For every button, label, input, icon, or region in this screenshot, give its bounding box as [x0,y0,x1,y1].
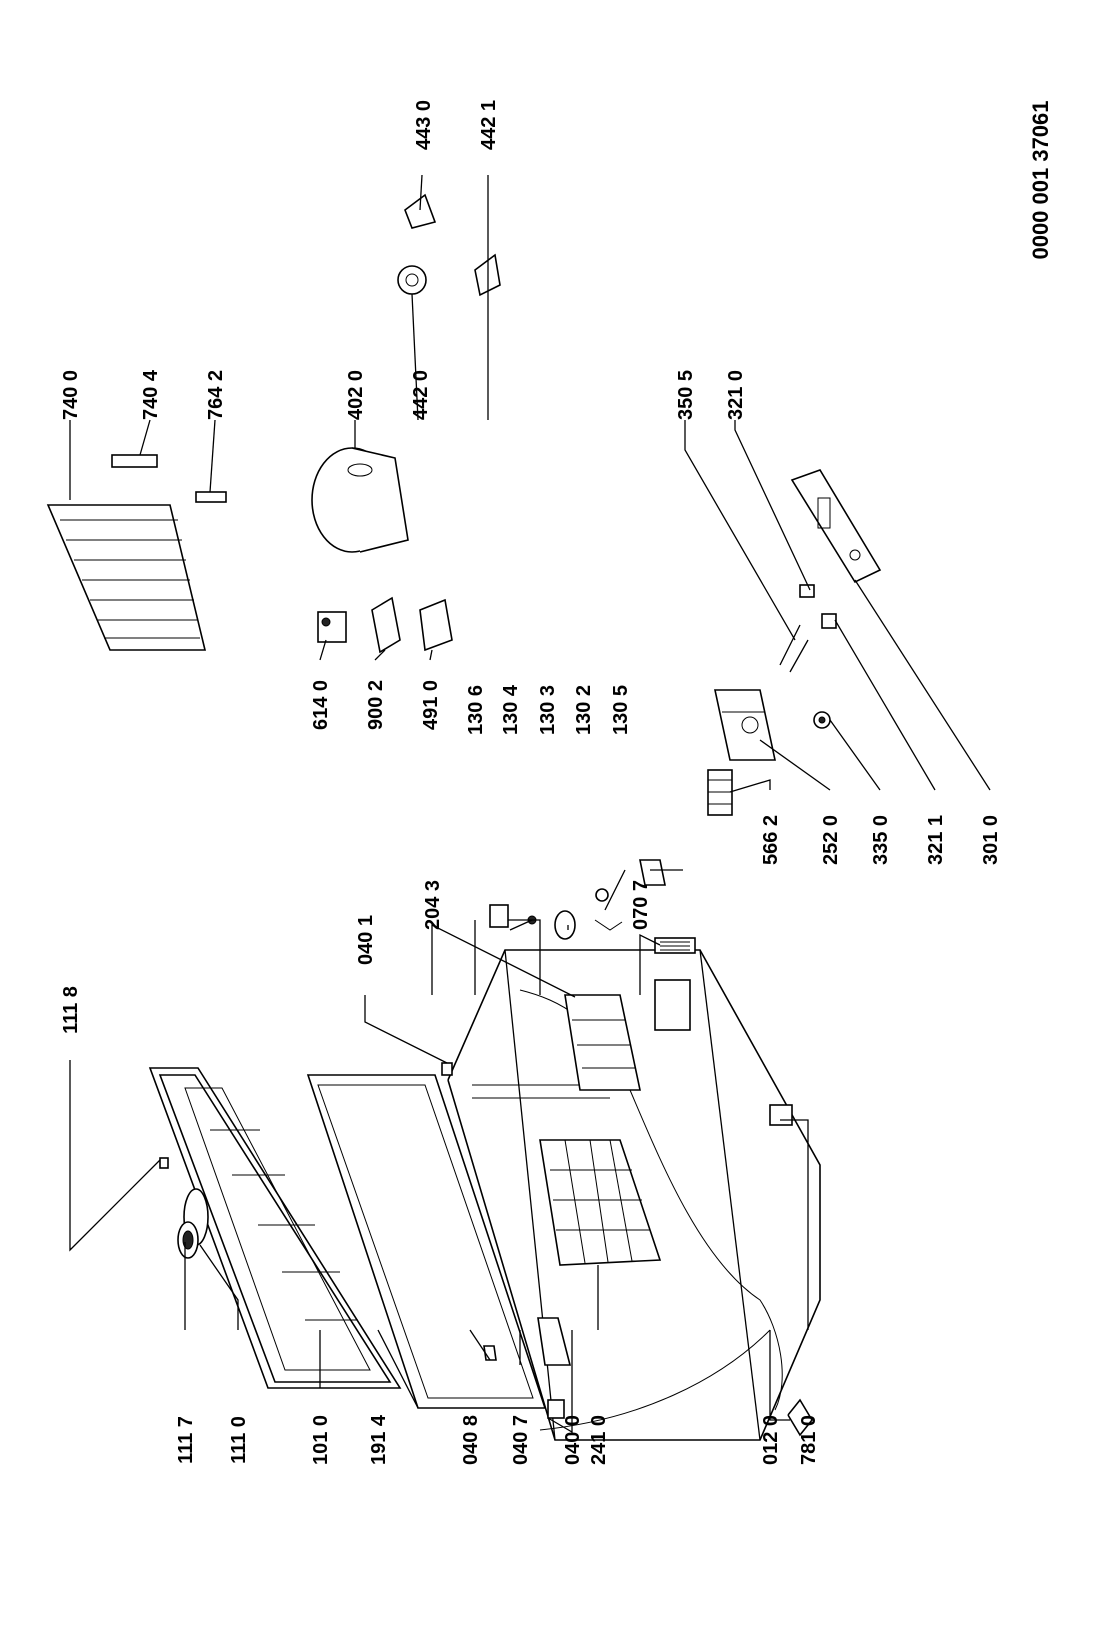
electrical-parts-drawing [317,596,453,654]
compressor-drawing [311,447,409,553]
label-p7400: 740 0 [60,370,82,420]
label-p4421: 442 1 [478,100,500,150]
label-p7404: 740 4 [140,369,162,420]
label-p2520: 252 0 [820,815,842,865]
lid-drawing [148,1067,402,1389]
label-p3505: 350 5 [675,370,697,420]
label-p6140: 614 0 [310,680,332,730]
label-p1118: 111 8 [60,986,82,1034]
document-number: 0000 001 37061 [1028,100,1053,259]
label-p0407: 040 7 [510,1415,532,1465]
label-p1302: 130 2 [573,685,595,735]
small-parts-drawing [489,859,666,940]
label-p1110: 111 0 [228,1416,250,1464]
label-p0707: 070 7 [630,880,652,930]
label-p1306: 130 6 [465,685,487,735]
bracket-drawing [787,1398,813,1437]
label-p5662: 566 2 [760,815,782,865]
label-p1303: 130 3 [537,685,559,735]
label-p1117: 111 7 [175,1416,197,1464]
label-p0400: 040 0 [562,1415,584,1465]
label-p3010: 301 0 [980,815,1002,865]
label-p0408: 040 8 [460,1415,482,1465]
label-p4020: 402 0 [345,370,367,420]
label-p3211: 321 1 [925,815,947,865]
label-p3210: 321 0 [725,370,747,420]
label-p1304: 130 4 [500,684,522,735]
label-p1010: 101 0 [310,1415,332,1465]
control-parts-drawing [779,584,837,729]
label-p7810: 781 0 [798,1415,820,1465]
condenser-drawing [46,454,227,651]
label-p4430: 443 0 [413,100,435,150]
label-p1914: 191 4 [368,1414,390,1465]
leader-lines [69,174,991,1434]
label-p0120: 012 0 [760,1415,782,1465]
label-p2410: 241 0 [588,1415,610,1465]
label-p7642: 764 2 [205,370,227,420]
label-p3350: 335 0 [870,815,892,865]
label-p9002: 900 2 [365,680,387,730]
label-p4420: 442 0 [410,370,432,420]
label-p4910: 491 0 [420,680,442,730]
thermostat-drawing [707,689,776,816]
label-p2043: 204 3 [422,880,444,930]
control-panel-drawing [790,469,882,584]
relay-parts-drawing [397,193,501,297]
label-p0401: 040 1 [355,915,377,965]
label-p1305: 130 5 [610,685,632,735]
part-labels: 111 7 111 0 101 0 191 4 040 8 040 7 040 … [60,100,1053,1465]
